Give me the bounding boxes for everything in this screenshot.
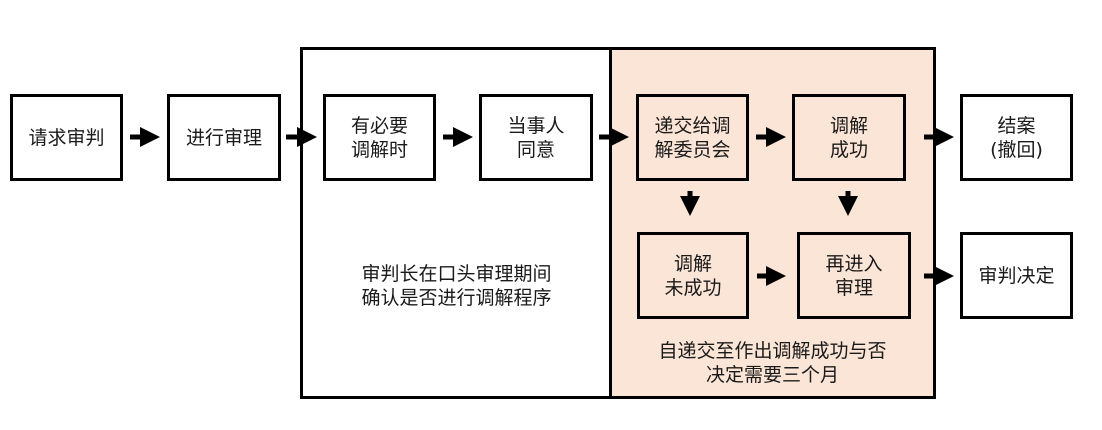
step-label: 有必要 调解时 bbox=[350, 114, 408, 161]
step-label: 调解 未成功 bbox=[664, 252, 722, 299]
step-mediation-success: 调解 成功 bbox=[792, 94, 906, 181]
step-label: 请求审判 bbox=[28, 126, 105, 149]
step-label: 调解 成功 bbox=[829, 114, 868, 161]
step-parties-agree: 当事人 同意 bbox=[479, 94, 593, 181]
step-mediation-failed: 调解 未成功 bbox=[637, 232, 749, 319]
step-case-closed: 结案 (撤回) bbox=[960, 94, 1073, 181]
duration-note: 自递交至作出调解成功与否 决定需要三个月 bbox=[658, 340, 887, 386]
step-label: 审判决定 bbox=[978, 264, 1055, 287]
judge-note: 审判长在口头审理期间 确认是否进行调解程序 bbox=[361, 263, 552, 309]
step-request-trial: 请求审判 bbox=[10, 94, 123, 181]
step-re-enter-trial: 再进入 审理 bbox=[797, 232, 911, 319]
step-label: 进行审理 bbox=[185, 126, 262, 149]
step-label: 再进入 审理 bbox=[825, 252, 883, 299]
step-label: 当事人 同意 bbox=[507, 114, 565, 161]
step-mediation-needed: 有必要 调解时 bbox=[323, 94, 436, 181]
step-trial-decision: 审判决定 bbox=[960, 232, 1073, 319]
step-label: 结案 (撤回) bbox=[990, 114, 1043, 161]
step-label: 递交给调 解委员会 bbox=[654, 114, 731, 161]
step-submit-committee: 递交给调 解委员会 bbox=[636, 94, 749, 181]
step-conduct-trial: 进行审理 bbox=[167, 94, 281, 181]
